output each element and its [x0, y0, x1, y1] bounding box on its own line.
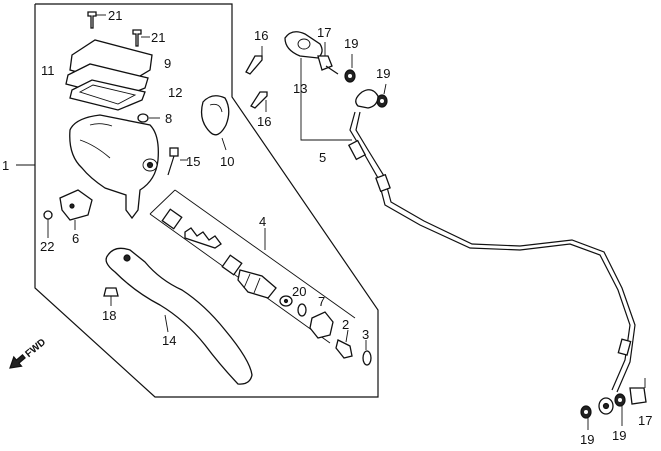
label-18: 18 [102, 308, 116, 323]
label-10: 10 [220, 154, 234, 169]
clutch-lever [105, 247, 253, 385]
label-9: 9 [164, 56, 171, 71]
bracket-4 [149, 189, 176, 215]
label-21b: 21 [151, 30, 165, 45]
label-4: 4 [259, 214, 266, 229]
screw-22 [43, 210, 53, 220]
label-16a: 16 [254, 28, 268, 43]
label-6: 6 [72, 231, 79, 246]
nut-3 [362, 350, 372, 366]
banjo-13 [284, 31, 323, 59]
label-17b: 17 [638, 413, 652, 428]
label-2: 2 [342, 317, 349, 332]
label-3: 3 [362, 327, 369, 342]
label-22: 22 [40, 239, 54, 254]
fwd-arrow: FWD [9, 337, 49, 369]
label-11: 11 [41, 63, 55, 78]
assembly-outline [34, 3, 379, 398]
piston-secondary [221, 254, 243, 276]
label-8: 8 [165, 111, 172, 126]
bolt-2 [335, 339, 353, 359]
label-20: 20 [292, 284, 306, 299]
switch-6 [59, 189, 93, 221]
piston [237, 269, 277, 299]
pin-16b [250, 91, 268, 109]
screw-8 [137, 113, 149, 123]
master-cylinder-body [69, 114, 159, 220]
label-19b: 19 [376, 66, 390, 81]
piston-cup [161, 208, 183, 230]
pin-16a [245, 55, 263, 75]
svg-text:FWD: FWD [24, 337, 49, 360]
screw-21b [132, 29, 142, 47]
label-17a: 17 [317, 25, 331, 40]
label-14: 14 [162, 333, 176, 348]
label-5: 5 [319, 150, 326, 165]
clutch-hose [349, 111, 631, 391]
label-19c: 19 [580, 432, 594, 447]
hose-banjo-upper [355, 89, 379, 109]
label-16b: 16 [257, 114, 271, 129]
screw-21a [87, 11, 97, 29]
label-7: 7 [318, 294, 325, 309]
label-13: 13 [293, 81, 307, 96]
banjo-bolt-17b [629, 387, 647, 405]
label-15: 15 [186, 154, 200, 169]
spring [184, 227, 222, 249]
boot-7 [309, 311, 334, 339]
bolt-15 [169, 147, 179, 157]
label-21a: 21 [108, 8, 122, 23]
label-12: 12 [168, 85, 182, 100]
label-19a: 19 [344, 36, 358, 51]
dust-boot-10 [200, 95, 230, 136]
label-19d: 19 [612, 428, 626, 443]
pivot-bolt-18 [103, 287, 119, 297]
label-1: 1 [2, 158, 9, 173]
